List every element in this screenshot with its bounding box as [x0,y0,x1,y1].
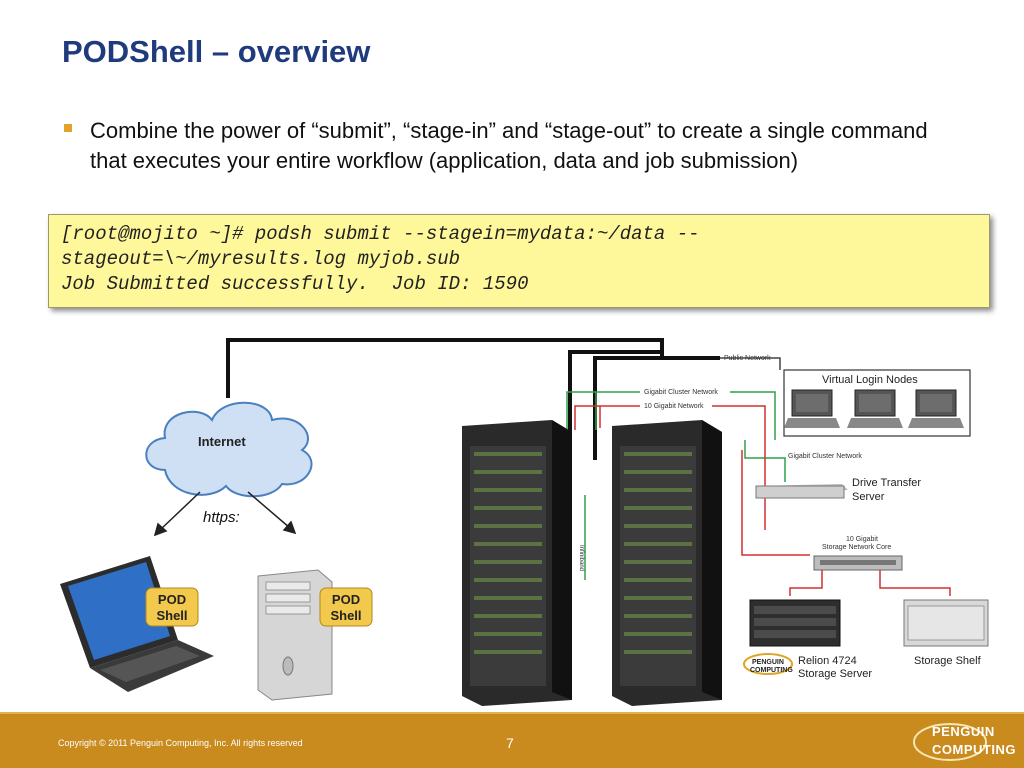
public-network-label: Public Network [724,355,771,362]
pod-shell-label-line2: Shell [156,608,187,623]
bullet-item: Combine the power of “submit”, “stage-in… [62,116,962,176]
penguin-computing-small-logo [743,653,793,675]
internet-cloud-icon [145,401,313,498]
server-rack-right [612,420,722,706]
internet-label: Internet [198,434,246,449]
pod-shell-label-line1: POD [158,592,186,607]
pod-shell-label-line2-desktop: Shell [330,608,361,623]
copyright-text: Copyright © 2011 Penguin Computing, Inc.… [58,738,303,748]
public-network-line-thin [720,357,781,370]
penguin-small-label-2: COMPUTING [750,667,793,674]
storage-core-label-2: Storage Network Core [822,544,891,551]
logo-text-line2: COMPUTING [932,742,1016,757]
command-line-1: [root@mojito ~]# podsh submit --stagein=… [61,223,700,245]
gigabit-cluster-network-label-2: Gigabit Cluster Network [788,453,862,460]
command-line-2: stageout=\~/myresults.log myjob.sub [61,248,461,270]
command-output-line: Job Submitted successfully. Job ID: 1590 [61,273,529,295]
desktop-tower-icon [257,569,333,701]
gigabit-cluster-network-label: Gigabit Cluster Network [644,389,718,396]
bullet-text: Combine the power of “submit”, “stage-in… [90,118,928,173]
storage-shelf-label: Storage Shelf [914,655,982,667]
logo-text-line1: PENGUIN [932,724,995,739]
penguin-small-label-1: PENGUIN [752,659,784,666]
command-box: [root@mojito ~]# podsh submit --stagein=… [48,214,990,308]
drive-transfer-server-label-1: Drive Transfer [852,477,921,489]
slide-title: PODShell – overview [62,34,371,69]
pod-shell-badge-laptop [145,587,199,627]
pod-shell-badge-desktop [319,587,373,627]
storage-core-label-1: 10 Gigabit [846,536,878,543]
architecture-diagram: Public Network Gigabit Cluster Network G… [60,338,989,706]
virtual-login-nodes-label: Virtual Login Nodes [822,374,918,386]
ten-gigabit-network-label: 10 Gigabit Network [644,403,704,410]
pod-shell-label-line1-desktop: POD [332,592,360,607]
storage-network-switch-icon [813,555,903,571]
drive-transfer-server-icon [755,484,848,499]
bullet-square-icon [64,124,72,132]
page-number: 7 [506,735,514,751]
footer-bar [0,714,1024,768]
relion-label-1: Relion 4724 [798,655,857,667]
relion-storage-server-icon [749,599,841,647]
gigabit-cluster-lines [566,391,786,580]
drive-transfer-server-label-2: Server [852,491,885,503]
storage-shelf-icon [903,599,989,647]
https-arrows [153,491,297,537]
virtual-login-nodes-box [783,369,971,437]
server-rack-left [462,420,572,706]
penguin-computing-logo-icon [913,723,987,761]
footer-top-stripe [0,712,1024,715]
https-label: https: [203,509,240,526]
public-network-line [226,338,720,460]
relion-label-2: Storage Server [798,668,872,680]
laptop-icon [60,556,214,692]
infiniband-label: Infiniband [578,545,584,571]
